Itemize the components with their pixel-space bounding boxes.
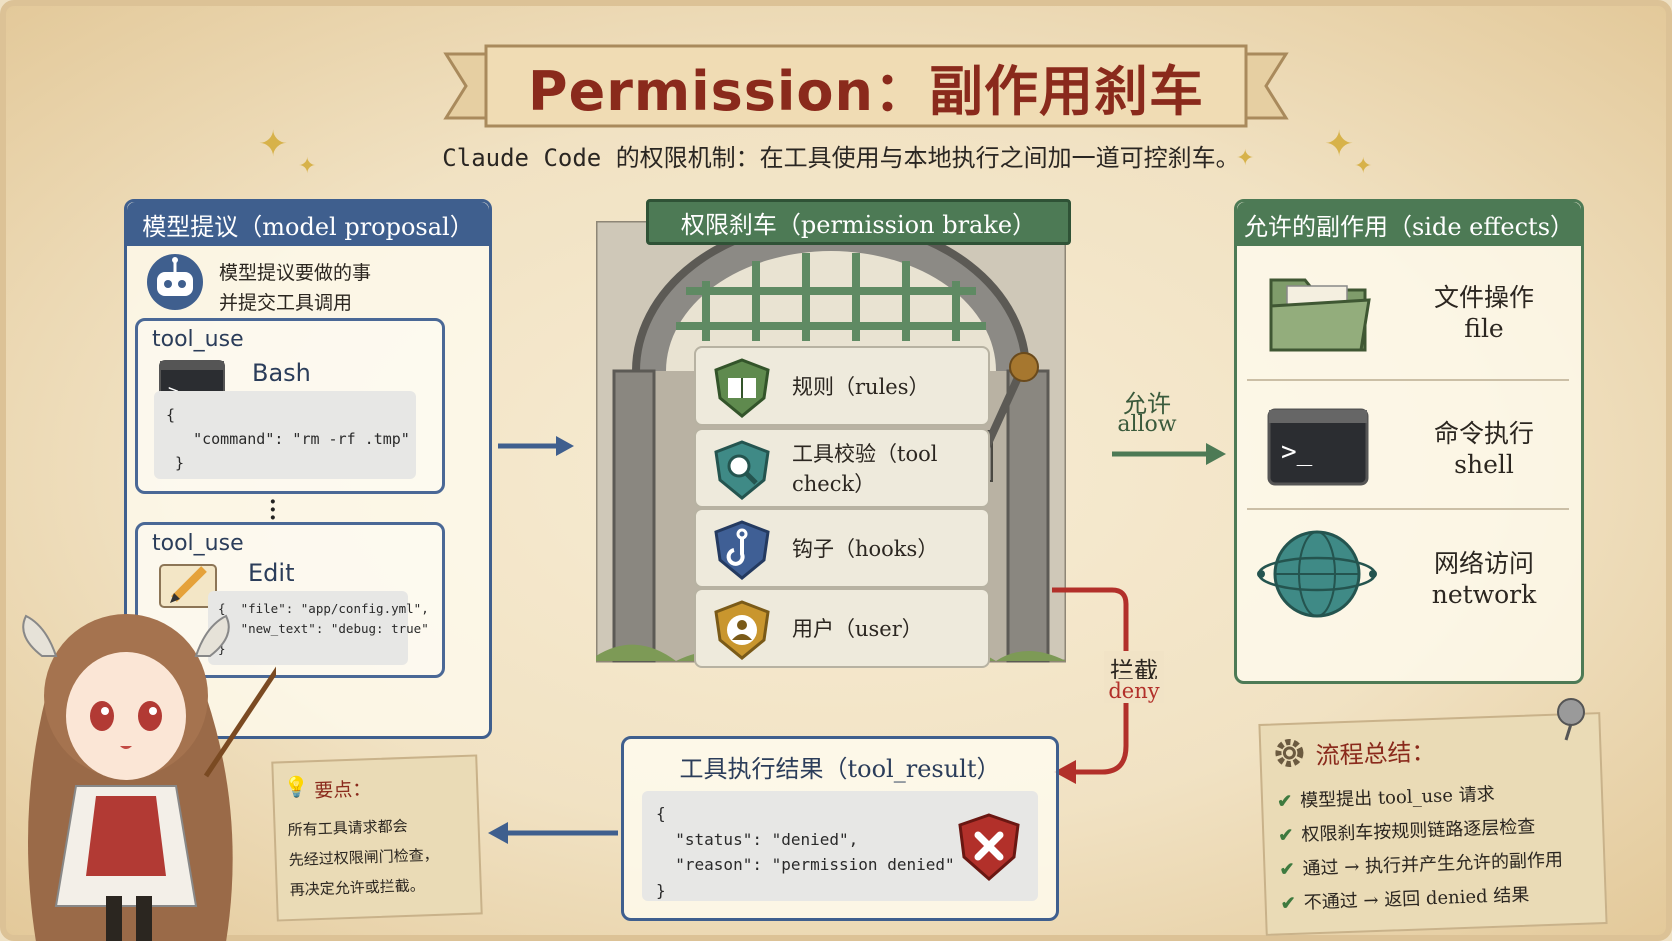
side-effect-file: 文件操作 file [1409,278,1559,343]
check-icon: ✔ [1277,824,1294,847]
model-proposal-panel: 模型提议（model proposal） 模型提议要做的事 并提交工具调用 to… [124,199,492,739]
rule-user[interactable]: 用户（user） [694,588,990,668]
title-banner [443,44,1289,128]
rule-hooks[interactable]: 钩子（hooks） [694,508,990,588]
pencil-icon [159,564,217,608]
ellipsis-dots: ··· [269,489,277,531]
side-effects-header: 允许的副作用（side effects） [1237,202,1581,246]
deny-label-en: deny [1104,679,1164,703]
globe-icon [1257,530,1377,618]
side-effect-en: shell [1454,450,1514,479]
tool-use-card-bash[interactable]: tool_use >_ Bash { "command": "rm -rf .t… [135,318,445,494]
side-effect-en: file [1464,314,1504,343]
model-proposal-header: 模型提议（model proposal） [127,202,489,246]
edit-code-block: { "file": "app/config.yml", "new_text": … [208,591,429,665]
rule-label: 钩子（hooks） [792,537,939,561]
sparkle-icon: ✦ [1236,146,1255,171]
tool-name-edit: Edit [248,559,295,587]
note-line-1: 所有工具请求都会 [287,816,408,840]
sparkle-icon: ✦ [258,124,289,165]
magnifier-icon [714,440,770,500]
denied-x-icon [958,813,1020,881]
note-line-2: 先经过权限闸门检查， [288,845,439,870]
rule-tool-check[interactable]: 工具校验（tool check） [694,428,990,508]
flow-summary-note: 流程总结： ✔模型提出 tool_use 请求 ✔权限刹车按规则链路逐层检查 ✔… [1258,712,1608,936]
summary-item: ✔ 模型提出 tool_use 请求 [1277,780,1495,814]
check-icon: ✔ [1280,892,1297,915]
pushpin-icon [1557,698,1585,741]
sparkle-icon: ✦ [1354,154,1373,179]
hook-icon [714,520,770,580]
side-effect-zh: 网络访问 [1433,549,1534,578]
side-effect-en: network [1431,580,1537,609]
tool-use-label: tool_use [152,327,244,352]
result-to-left-arrow [488,822,618,844]
side-effect-zh: 文件操作 [1433,283,1534,312]
tool-result-title: 工具执行结果（tool_result） [679,755,1001,783]
summary-title: 流程总结： [1315,737,1436,771]
terminal-icon: >_ [1267,408,1369,486]
allow-label-en: allow [1117,412,1177,437]
check-icon: ✔ [1279,858,1295,881]
key-point-note: 💡 要点： 所有工具请求都会 先经过权限闸门检查， 再决定允许或拦截。 [271,754,483,922]
side-effect-zh: 命令执行 [1433,419,1534,448]
book-icon [714,358,770,418]
rule-label: 用户（user） [792,617,923,641]
page-title: Permission：副作用刹车 [528,59,1204,123]
check-icon: ✔ [1276,790,1293,813]
side-effect-network: 网络访问 network [1409,544,1559,609]
summary-item-text: 模型提出 tool_use 请求 [1299,783,1496,812]
allow-label-zh: 允许 [1123,390,1171,418]
tool-name-bash: Bash [252,359,311,387]
tool-result-panel: 工具执行结果（tool_result） { "status": "denied"… [621,736,1059,921]
summary-item: ✔ 权限刹车按规则链路逐层检查 [1278,812,1536,847]
intro-line-1: 模型提议要做的事 [219,262,372,284]
summary-item-text: 通过 → 执行并产生允许的副作用 [1302,849,1564,880]
folder-icon [1269,278,1371,352]
subtitle: Claude Code 的权限机制：在工具使用与本地执行之间加一道可控刹车。 [442,144,1240,172]
user-icon [714,600,770,660]
intro-line-2: 并提交工具调用 [219,292,353,314]
summary-item-text: 权限刹车按规则链路逐层检查 [1301,816,1536,846]
rule-label: 工具校验（tool check） [792,442,938,496]
gear-icon [1275,738,1304,767]
rule-label: 规则（rules） [792,375,930,399]
tool-use-label: tool_use [152,531,244,556]
robot-icon [147,254,203,310]
note-line-3: 再决定允许或拦截。 [289,876,426,900]
svg-text:>_: >_ [1281,437,1313,467]
lightbulb-icon: 💡 [283,774,310,800]
summary-item: ✔ 不通过 → 返回 denied 结果 [1280,881,1530,916]
permission-brake-header: 权限刹车（permission brake） [646,199,1071,245]
bash-code-block: { "command": "rm -rf .tmp" } [154,391,416,479]
side-effects-panel: 允许的副作用（side effects） 文件操作 file >_ 命令执行 s… [1234,199,1584,684]
rule-rules[interactable]: 规则（rules） [694,346,990,426]
allow-arrow [1112,443,1226,465]
side-effect-shell: 命令执行 shell [1409,414,1559,479]
sparkle-icon: ✦ [298,154,317,179]
divider [1247,508,1569,510]
summary-item: ✔ 通过 → 执行并产生允许的副作用 [1279,845,1563,881]
mascot-character [22,614,276,941]
proposal-to-gate-arrow [498,436,574,456]
note-title: 要点： [313,778,372,803]
sparkle-icon: ✦ [1324,124,1355,165]
summary-item-text: 不通过 → 返回 denied 结果 [1303,884,1530,914]
divider [1247,379,1569,381]
